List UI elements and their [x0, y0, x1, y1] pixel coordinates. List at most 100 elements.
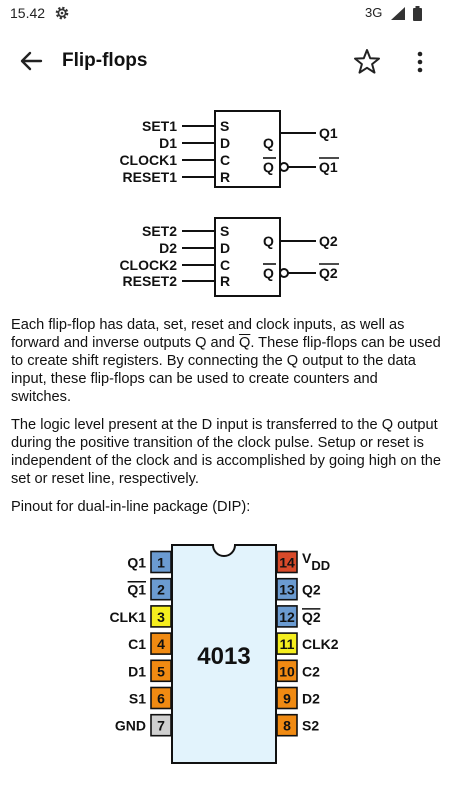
left-pin-3: 3 CLK1	[109, 605, 172, 628]
pin-label: Q1	[127, 555, 146, 571]
pin-box	[150, 713, 172, 737]
status-bar: 15.42 3G	[0, 0, 450, 28]
paragraph-1: Each flip-flop has data, set, reset and …	[11, 316, 441, 406]
pin-label: S2	[302, 718, 319, 734]
pin-number: 12	[279, 609, 295, 625]
paragraph-3: Pinout for dual-in-line package (DIP):	[11, 499, 251, 515]
left-pin-5: 5 D1	[128, 659, 172, 683]
right-pin-11: 11 CLK2	[276, 632, 339, 655]
left-pin-6: 6 S1	[129, 686, 172, 710]
pin-label: Q2	[302, 582, 321, 598]
ff1-output-qbar: Q1	[319, 159, 338, 175]
pin-box	[150, 550, 172, 574]
description: Each flip-flop has data, set, reset and …	[11, 316, 441, 526]
pin-box	[150, 659, 172, 683]
more-vert-icon[interactable]	[408, 45, 432, 79]
pin-number: 2	[157, 582, 165, 598]
back-arrow-icon[interactable]	[14, 44, 48, 78]
battery-icon	[413, 6, 422, 21]
pin-label: Q2	[302, 609, 321, 625]
pin-label: C2	[302, 663, 320, 679]
ff2-output-qbar: Q2	[319, 265, 338, 281]
ff2-pin-d: D	[220, 240, 230, 256]
pin-label: Q1	[127, 582, 146, 598]
pin-number: 5	[157, 663, 165, 679]
pin-box	[276, 632, 298, 655]
pin-box	[276, 605, 298, 628]
pin-label: CLK2	[302, 636, 339, 652]
pin-number: 1	[157, 555, 165, 571]
left-pin-1: 1 Q1	[127, 550, 172, 574]
paragraph-1-text-b: . These flip-flops can be used to create…	[11, 335, 441, 405]
ff1-pin-r: R	[220, 169, 230, 185]
pin-label: C1	[128, 636, 146, 652]
ff2-pin-s: S	[220, 223, 229, 239]
pin-label: CLK1	[109, 609, 146, 625]
network-type: 3G	[365, 5, 383, 20]
ff2-pin-qbar: Q	[263, 265, 274, 281]
star-icon[interactable]	[350, 45, 384, 79]
paragraph-1-text-a: Each flip-flop has data, set, reset and …	[11, 317, 405, 351]
pin-number: 3	[157, 609, 165, 625]
pin-box	[276, 713, 298, 737]
pin-box	[150, 686, 172, 710]
status-time: 15.42	[10, 5, 46, 21]
pin-box	[150, 577, 172, 601]
gear-icon	[55, 6, 69, 20]
flip-flop-2: SET2 D2 CLOCK2 RESET2 S D C R Q Q Q2 Q2	[119, 217, 339, 297]
pin-number: 9	[283, 691, 291, 707]
pin-number: 14	[279, 555, 295, 571]
pin-number: 11	[280, 636, 295, 652]
ff1-input-clock: CLOCK1	[119, 152, 177, 168]
ff1-input-set: SET1	[142, 118, 177, 134]
ff2-input-set: SET2	[142, 223, 177, 239]
ff1-input-reset: RESET1	[123, 169, 178, 185]
paragraph-1-qbar: Q	[238, 335, 251, 351]
pin-box	[276, 577, 298, 601]
pin-number: 10	[279, 663, 295, 679]
pin-label: GND	[115, 718, 146, 734]
pin-number: 13	[279, 582, 295, 598]
ff1-output-q: Q1	[319, 125, 338, 141]
pin-number: 8	[283, 718, 291, 734]
ff1-pin-qbar: Q	[263, 159, 274, 175]
right-pin-14: 14 VDD	[276, 550, 330, 574]
pin-number: 6	[157, 691, 165, 707]
pin-label: S1	[129, 691, 146, 707]
pin-label: VDD	[302, 550, 330, 573]
left-pin-7: 7 GND	[115, 713, 172, 737]
right-pin-13: 13 Q2	[276, 577, 321, 601]
signal-icon	[391, 7, 405, 20]
right-pin-9: 9 D2	[276, 686, 320, 710]
app-bar: Flip-flops	[0, 28, 450, 94]
flip-flop-1: SET1 D1 CLOCK1 RESET1 S D C R Q Q Q1 Q1	[119, 110, 339, 188]
left-pin-2: 2 Q1	[127, 577, 172, 601]
ff2-pin-r: R	[220, 273, 230, 289]
pin-number: 7	[157, 718, 165, 734]
ff1-pin-c: C	[220, 152, 230, 168]
ff1-pin-s: S	[220, 118, 229, 134]
ff2-input-d: D2	[159, 240, 177, 256]
ff2-pin-q: Q	[263, 233, 274, 249]
pin-box	[276, 550, 298, 574]
chip-label: 4013	[197, 643, 250, 670]
right-pin-8: 8 S2	[276, 713, 319, 737]
pin-box	[150, 632, 172, 655]
pin-box	[276, 659, 298, 683]
flip-flop-diagram: SET1 D1 CLOCK1 RESET1 S D C R Q Q Q1 Q1 …	[119, 110, 339, 297]
ff2-output-q: Q2	[319, 233, 338, 249]
pin-label: D1	[128, 663, 146, 679]
ff1-pin-q: Q	[263, 135, 274, 151]
page-title: Flip-flops	[62, 50, 148, 71]
pin-label: D2	[302, 691, 320, 707]
ff2-input-reset: RESET2	[123, 273, 178, 289]
paragraph-2: The logic level present at the D input i…	[11, 417, 442, 487]
pin-number: 4	[157, 636, 165, 652]
right-pin-12: 12 Q2	[276, 605, 321, 628]
ff2-input-clock: CLOCK2	[119, 257, 177, 273]
ff2-pin-c: C	[220, 257, 230, 273]
ff1-pin-d: D	[220, 135, 230, 151]
